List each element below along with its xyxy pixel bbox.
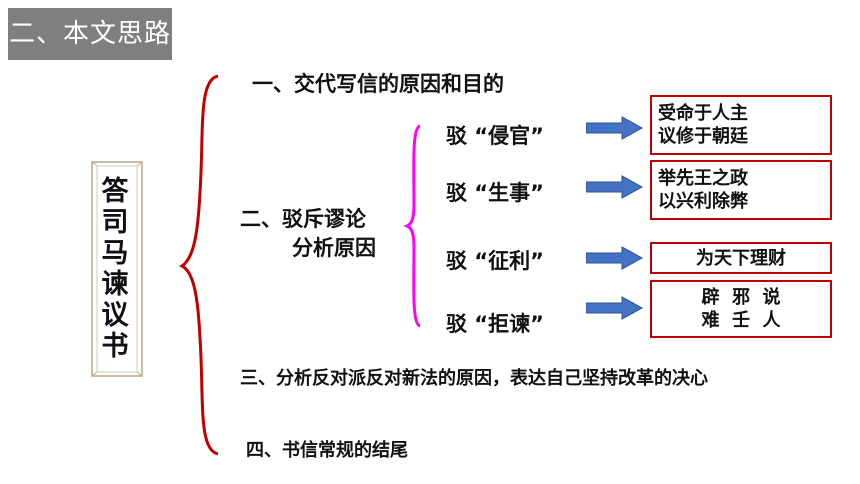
answer-box: 辟 邪 说 难 壬 人 (650, 280, 832, 338)
book-title-vertical: 答 司 马 谏 议 书 (90, 162, 140, 376)
arrow-right-icon (586, 296, 644, 320)
branch-second-line1: 二、驳斥谬论 (240, 207, 366, 231)
branch-third: 三、分析反对派反对新法的原因，表达自己坚持改革的决心 (240, 368, 708, 389)
rebuttal-label: 驳 “生事” (446, 181, 544, 205)
arrow-right-icon (586, 116, 644, 140)
book-frame-icon (91, 161, 143, 377)
sub-brace-icon (404, 124, 421, 328)
main-brace-icon (179, 74, 219, 456)
branch-fourth: 四、书信常规的结尾 (246, 440, 408, 461)
branch-first: 一、交代写信的原因和目的 (252, 72, 504, 96)
book-title-char: 谏 (101, 269, 129, 300)
book-title-char: 司 (101, 207, 129, 238)
answer-line: 辟 邪 说 (701, 287, 781, 308)
book-title-char: 书 (101, 331, 129, 362)
arrow-right-icon (586, 175, 644, 199)
book-title-char: 答 (101, 176, 129, 207)
answer-line: 以兴利除弊 (658, 191, 748, 212)
answer-line: 为天下理财 (696, 247, 786, 269)
branch-second-line2: 分析原因 (292, 236, 376, 260)
answer-line: 议修于朝廷 (658, 126, 748, 147)
rebuttal-label: 驳 “征利” (446, 249, 544, 273)
answer-box: 受命于人主 议修于朝廷 (650, 95, 832, 155)
section-title: 二、本文思路 (8, 8, 172, 60)
book-title-char: 议 (101, 300, 129, 331)
answer-line: 举先王之政 (658, 168, 748, 189)
answer-line: 难 壬 人 (701, 310, 781, 331)
arrow-right-icon (586, 246, 644, 270)
answer-box: 举先王之政 以兴利除弊 (650, 160, 832, 220)
answer-box: 为天下理财 (650, 242, 832, 274)
rebuttal-label: 驳 “拒谏” (446, 312, 544, 336)
book-title-char: 马 (101, 238, 129, 269)
rebuttal-label: 驳 “侵官” (446, 124, 544, 148)
answer-line: 受命于人主 (658, 103, 748, 124)
